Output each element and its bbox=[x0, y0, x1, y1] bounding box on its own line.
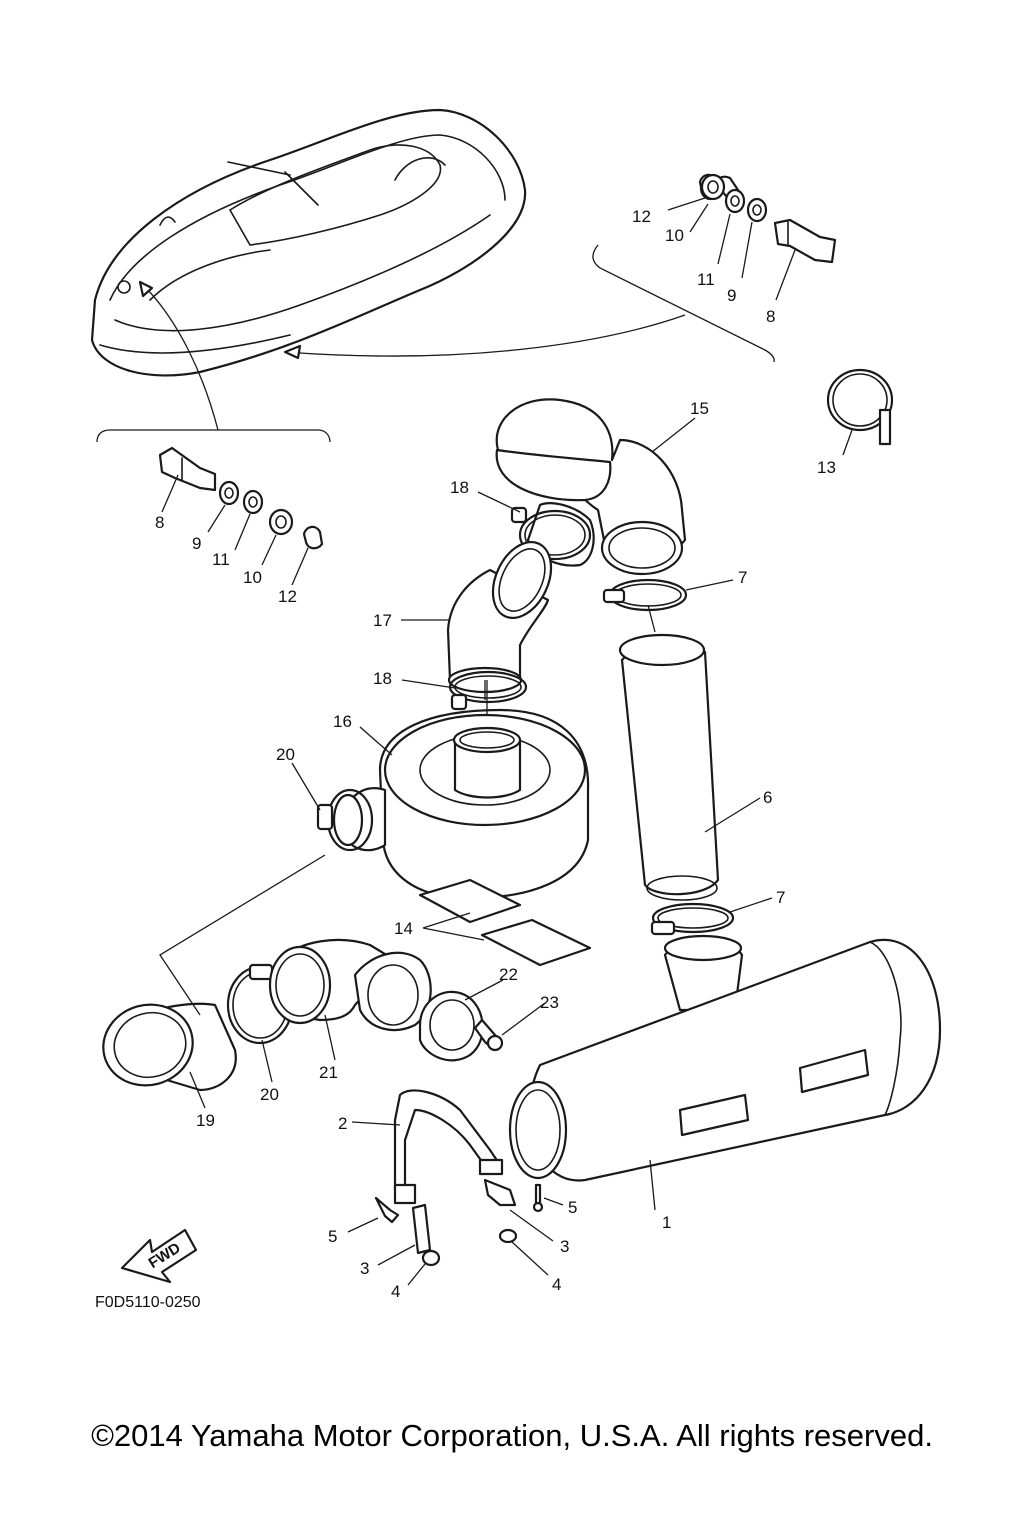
callout-numbers: 15 13 12 10 11 9 8 8 9 11 10 12 18 7 17 … bbox=[155, 207, 836, 1301]
callout-11: 11 bbox=[697, 270, 715, 289]
callout-15: 15 bbox=[690, 399, 709, 418]
elbow-17 bbox=[446, 541, 553, 694]
hose-clamp-7-upper bbox=[602, 578, 688, 612]
bracket-hardware-right bbox=[483, 1178, 544, 1244]
callout-19: 19 bbox=[196, 1111, 215, 1130]
muffler-1 bbox=[508, 934, 942, 1182]
gasket-22 bbox=[418, 990, 484, 1062]
callout-9: 9 bbox=[727, 286, 736, 305]
bracket-hardware-left bbox=[374, 1196, 441, 1267]
callout-18: 18 bbox=[373, 669, 392, 688]
callout-20: 20 bbox=[260, 1085, 279, 1104]
water-lock-16 bbox=[332, 708, 590, 900]
callout-13: 13 bbox=[817, 458, 836, 477]
hose-clamp-18-upper bbox=[510, 506, 592, 561]
left-bracket bbox=[96, 429, 331, 443]
watercraft-illustration bbox=[90, 108, 527, 377]
axis-line-7-6 bbox=[647, 604, 656, 633]
callout-17: 17 bbox=[373, 611, 392, 630]
exhaust-hose-6 bbox=[618, 633, 720, 901]
callout-11: 11 bbox=[212, 550, 230, 569]
callout-3: 3 bbox=[360, 1259, 369, 1278]
callout-6: 6 bbox=[763, 788, 772, 807]
callout-3: 3 bbox=[560, 1237, 569, 1256]
drain-plug-set-left bbox=[158, 446, 324, 550]
callout-1: 1 bbox=[662, 1213, 671, 1232]
hose-clamp-13 bbox=[826, 368, 894, 446]
fwd-arrow-icon: FWD bbox=[120, 1228, 198, 1284]
callout-9: 9 bbox=[192, 534, 201, 553]
figure-code: F0D5110-0250 bbox=[95, 1294, 201, 1311]
callout-20: 20 bbox=[276, 745, 295, 764]
callout-22: 22 bbox=[499, 965, 518, 984]
callout-12: 12 bbox=[278, 587, 297, 606]
pads-14 bbox=[418, 878, 592, 967]
callout-14: 14 bbox=[394, 919, 413, 938]
callout-23: 23 bbox=[540, 993, 559, 1012]
outlet-elbow-21 bbox=[268, 938, 432, 1032]
callout-5: 5 bbox=[568, 1198, 577, 1217]
arrow-head-front bbox=[138, 280, 154, 298]
bolt-23 bbox=[473, 1018, 504, 1052]
axis-line-20-19 bbox=[159, 854, 326, 1016]
arrow-to-craft-front bbox=[139, 281, 219, 431]
strap-2 bbox=[393, 1089, 504, 1205]
callout-10: 10 bbox=[665, 226, 684, 245]
callout-12: 12 bbox=[632, 207, 651, 226]
callout-7: 7 bbox=[738, 568, 747, 587]
callout-8: 8 bbox=[155, 513, 164, 532]
callout-4: 4 bbox=[391, 1282, 400, 1301]
callout-2: 2 bbox=[338, 1114, 347, 1133]
elbow-hose-15 bbox=[495, 398, 687, 576]
upper-right-bracket bbox=[592, 244, 775, 363]
callout-5: 5 bbox=[328, 1227, 337, 1246]
callout-7: 7 bbox=[776, 888, 785, 907]
callout-8: 8 bbox=[766, 307, 775, 326]
arrow-to-craft-rear bbox=[284, 314, 686, 357]
callout-18: 18 bbox=[450, 478, 469, 497]
arrow-head-rear bbox=[283, 344, 302, 360]
outlet-tube-19 bbox=[102, 1002, 237, 1092]
copyright-notice: ©2014 Yamaha Motor Corporation, U.S.A. A… bbox=[91, 1418, 933, 1453]
hose-clamp-7-lower bbox=[650, 902, 735, 936]
leader-lines bbox=[161, 197, 853, 1286]
callout-16: 16 bbox=[333, 712, 352, 731]
callout-4: 4 bbox=[552, 1275, 561, 1294]
drain-plug-set-right bbox=[698, 173, 837, 264]
hose-clamp-20-upper bbox=[316, 788, 374, 852]
callout-21: 21 bbox=[319, 1063, 338, 1082]
callout-10: 10 bbox=[243, 568, 262, 587]
